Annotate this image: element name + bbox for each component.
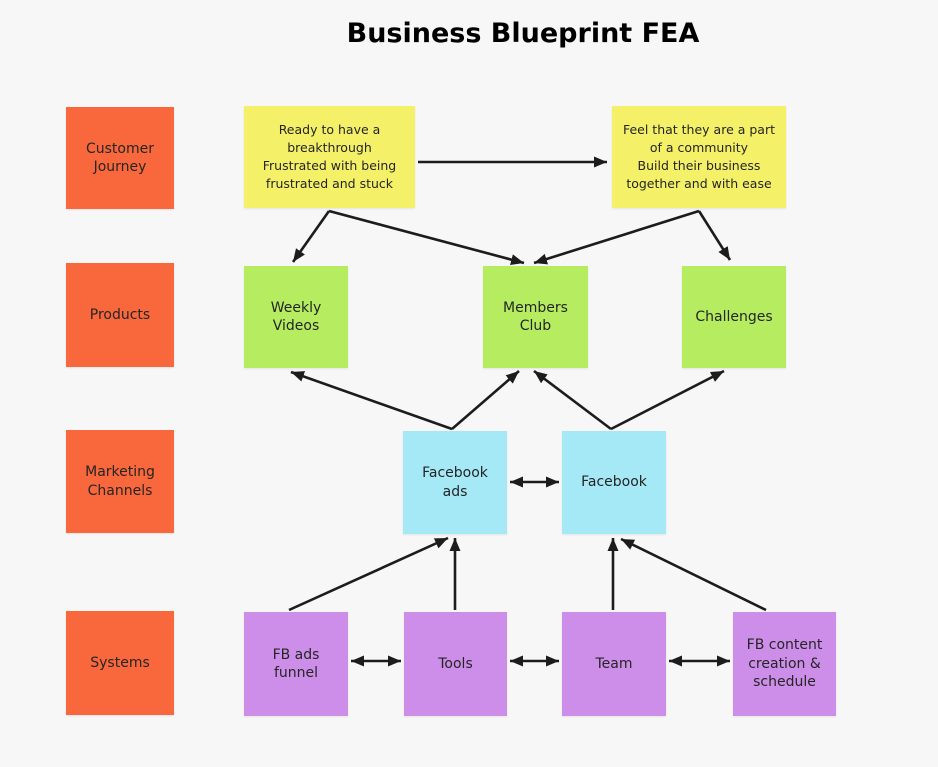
- node-challenges[interactable]: Challenges: [682, 266, 786, 368]
- node-label: Members Club: [503, 299, 568, 334]
- node-weekly-videos[interactable]: Weekly Videos: [244, 266, 348, 368]
- node-label: Marketing Channels: [85, 464, 155, 499]
- node-label: Ready to have a breakthrough Frustrated …: [262, 121, 397, 192]
- node-label: Feel that they are a part of a community…: [622, 121, 776, 192]
- edge-community-to-members-club: [533, 209, 700, 265]
- node-row-marketing-channels[interactable]: Marketing Channels: [66, 430, 174, 533]
- node-members-club[interactable]: Members Club: [483, 266, 588, 368]
- node-row-systems[interactable]: Systems: [66, 611, 174, 715]
- node-label: Customer Journey: [85, 140, 154, 175]
- node-label: Products: [89, 306, 151, 323]
- node-label: Systems: [90, 654, 150, 671]
- node-journey-community[interactable]: Feel that they are a part of a community…: [612, 106, 786, 208]
- node-row-customer-journey[interactable]: Customer Journey: [66, 107, 174, 209]
- node-label: Team: [595, 655, 633, 672]
- node-label: Challenges: [695, 308, 773, 325]
- node-row-products[interactable]: Products: [66, 263, 174, 367]
- node-tools[interactable]: Tools: [404, 612, 507, 716]
- edge-fb-content-to-facebook: [620, 537, 767, 612]
- edge-facebook-ads-to-members-club: [451, 370, 520, 430]
- node-label: Tools: [438, 655, 473, 672]
- edge-breakthrough-to-members-club: [328, 209, 525, 265]
- node-journey-breakthrough[interactable]: Ready to have a breakthrough Frustrated …: [244, 106, 415, 208]
- node-fb-ads-funnel[interactable]: FB ads funnel: [244, 612, 348, 716]
- edge-facebook-to-challenges: [610, 369, 725, 431]
- node-facebook-ads[interactable]: Facebook ads: [403, 431, 507, 534]
- edge-community-to-challenges: [697, 210, 732, 261]
- edge-facebook-ads-to-weekly-videos: [290, 370, 453, 431]
- node-label: FB content creation & schedule: [746, 637, 823, 691]
- edge-fb-ads-funnel-to-facebook-ads: [288, 536, 449, 612]
- node-label: FB ads funnel: [272, 646, 320, 681]
- node-label: Facebook: [581, 474, 647, 491]
- page-title: Business Blueprint FEA: [346, 18, 700, 49]
- edge-facebook-to-members-club: [533, 369, 612, 431]
- node-team[interactable]: Team: [562, 612, 666, 716]
- node-label: Weekly Videos: [270, 299, 322, 334]
- node-label: Facebook ads: [422, 465, 488, 500]
- edge-breakthrough-to-weekly-videos: [291, 210, 331, 263]
- node-fb-content-creation[interactable]: FB content creation & schedule: [733, 612, 836, 716]
- node-facebook[interactable]: Facebook: [562, 431, 666, 534]
